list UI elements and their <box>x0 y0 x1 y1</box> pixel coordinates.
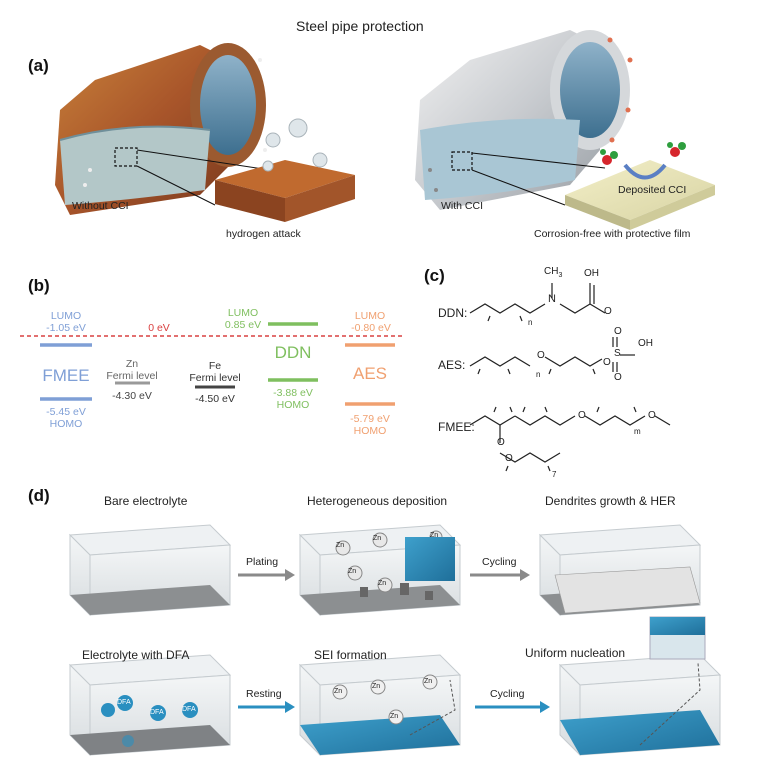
fmee-homo-label: HOMO <box>49 418 83 430</box>
fmee-o-atom-1: O <box>578 410 586 421</box>
aes-structure-label: AES: <box>438 358 466 372</box>
corrosion-free-caption: Corrosion-free with protective film <box>534 228 691 240</box>
zn-fermi-value: -4.30 eV <box>112 390 152 402</box>
ch3-subscript: 3 <box>558 272 563 279</box>
zn-ion-label-6: Zn <box>334 688 343 695</box>
dendrites-growth-title: Dendrites growth & HER <box>545 494 676 508</box>
aes-o-atom-3: O <box>614 326 622 337</box>
aes-subscript-n: n <box>536 370 541 379</box>
dendrite-growth-cell <box>538 524 702 617</box>
fmee-o-atom-4: O <box>505 453 513 464</box>
aes-lumo-label: LUMO <box>354 310 386 322</box>
with-cci-caption: With CCI <box>441 200 483 212</box>
fe-fermi-value: -4.50 eV <box>195 393 235 405</box>
dfa-electrolyte-cell <box>68 654 232 757</box>
deposited-cci-label: Deposited CCI <box>618 184 687 196</box>
ddn-n-atom: N <box>548 293 556 305</box>
ddn-oh-group: OH <box>584 268 599 279</box>
electrolyte-dfa-title: Electrolyte with DFA <box>82 648 190 662</box>
fmee-o-atom-2: O <box>648 410 656 421</box>
top-cycling-label: Cycling <box>482 556 517 568</box>
fmee-lumo-label: LUMO <box>50 310 82 322</box>
zn-ion-label-3: Zn <box>430 532 439 539</box>
resting-label: Resting <box>246 688 282 700</box>
plating-label: Plating <box>246 556 279 568</box>
zn-fermi-label: Fermi level <box>106 370 158 382</box>
aes-o-atom-4: O <box>614 372 622 383</box>
uniform-nucleation-title: Uniform nucleation <box>525 646 626 660</box>
zn-ion-label-7: Zn <box>372 683 381 690</box>
deposition-process-illustration <box>68 524 722 757</box>
zn-name: Zn <box>125 358 139 370</box>
ddn-homo-value: -3.88 eV <box>273 387 313 399</box>
dfa-label-3: DFA <box>182 706 196 713</box>
zn-ion-label-4: Zn <box>348 568 357 575</box>
fmee-structure-label: FMEE: <box>438 420 475 434</box>
ddn-lumo-value: 0.85 eV <box>224 319 262 331</box>
aes-oh-group: OH <box>638 338 653 349</box>
heterogeneous-deposition-title: Heterogeneous deposition <box>307 494 448 508</box>
aes-o-atom-2: O <box>603 357 611 368</box>
uniform-nucleation-cell <box>558 616 722 757</box>
ddn-o-atom: O <box>604 306 612 317</box>
fmee-subscript-7: 7 <box>552 470 557 479</box>
chemical-structures <box>469 283 671 472</box>
panel-d-label: (d) <box>28 486 50 505</box>
sei-formation-title: SEI formation <box>314 648 387 662</box>
bare-electrolyte-cell <box>68 524 232 617</box>
fmee-subscript-m: m <box>634 427 641 436</box>
figure-title: Steel pipe protection <box>296 18 424 34</box>
bottom-cycling-label: Cycling <box>490 688 525 700</box>
sei-formation-cell <box>298 537 462 757</box>
fmee-name: FMEE <box>42 366 90 385</box>
zn-ion-label-8: Zn <box>424 678 433 685</box>
aes-s-atom: S <box>614 348 621 359</box>
aes-name: AES <box>352 364 388 383</box>
ddn-name: DDN <box>274 343 312 362</box>
zn-ion-label-2: Zn <box>373 535 382 542</box>
ddn-subscript-n: n <box>528 318 533 327</box>
fe-fermi-label: Fermi level <box>189 372 241 384</box>
zn-ion-label-9: Zn <box>390 713 399 720</box>
panel-b-label: (b) <box>28 276 50 295</box>
energy-level-diagram <box>20 322 405 406</box>
fmee-o-atom-3: O <box>497 437 505 448</box>
ddn-lumo-label: LUMO <box>227 307 259 319</box>
zn-ion-label-1: Zn <box>336 542 345 549</box>
zero-energy-label: 0 eV <box>148 322 170 334</box>
hydrogen-attack-caption: hydrogen attack <box>226 228 301 240</box>
fe-name: Fe <box>208 360 222 372</box>
protective-film-block <box>565 160 715 230</box>
aes-lumo-value: -0.80 eV <box>351 322 391 334</box>
aes-homo-value: -5.79 eV <box>350 413 390 425</box>
fmee-lumo-value: -1.05 eV <box>46 322 86 334</box>
ddn-structure-label: DDN: <box>438 306 468 320</box>
fmee-homo-value: -5.45 eV <box>46 406 86 418</box>
ch3-text: CH <box>544 266 559 277</box>
panel-a-label: (a) <box>28 56 49 75</box>
bare-electrolyte-title: Bare electrolyte <box>104 494 188 508</box>
without-cci-caption: Without CCI <box>72 200 129 212</box>
ddn-homo-label: HOMO <box>276 399 310 411</box>
aes-homo-label: HOMO <box>353 425 387 437</box>
dfa-label-1: DFA <box>117 699 131 706</box>
zn-ion-label-5: Zn <box>378 580 387 587</box>
panel-c-label: (c) <box>424 266 445 285</box>
aes-o-atom-1: O <box>537 350 545 361</box>
steel-pipe <box>415 30 633 210</box>
rust-block <box>215 160 355 222</box>
ddn-ch3-label: CH3 <box>544 266 562 279</box>
dfa-label-2: DFA <box>150 709 164 716</box>
panel-a-illustration <box>55 30 715 230</box>
